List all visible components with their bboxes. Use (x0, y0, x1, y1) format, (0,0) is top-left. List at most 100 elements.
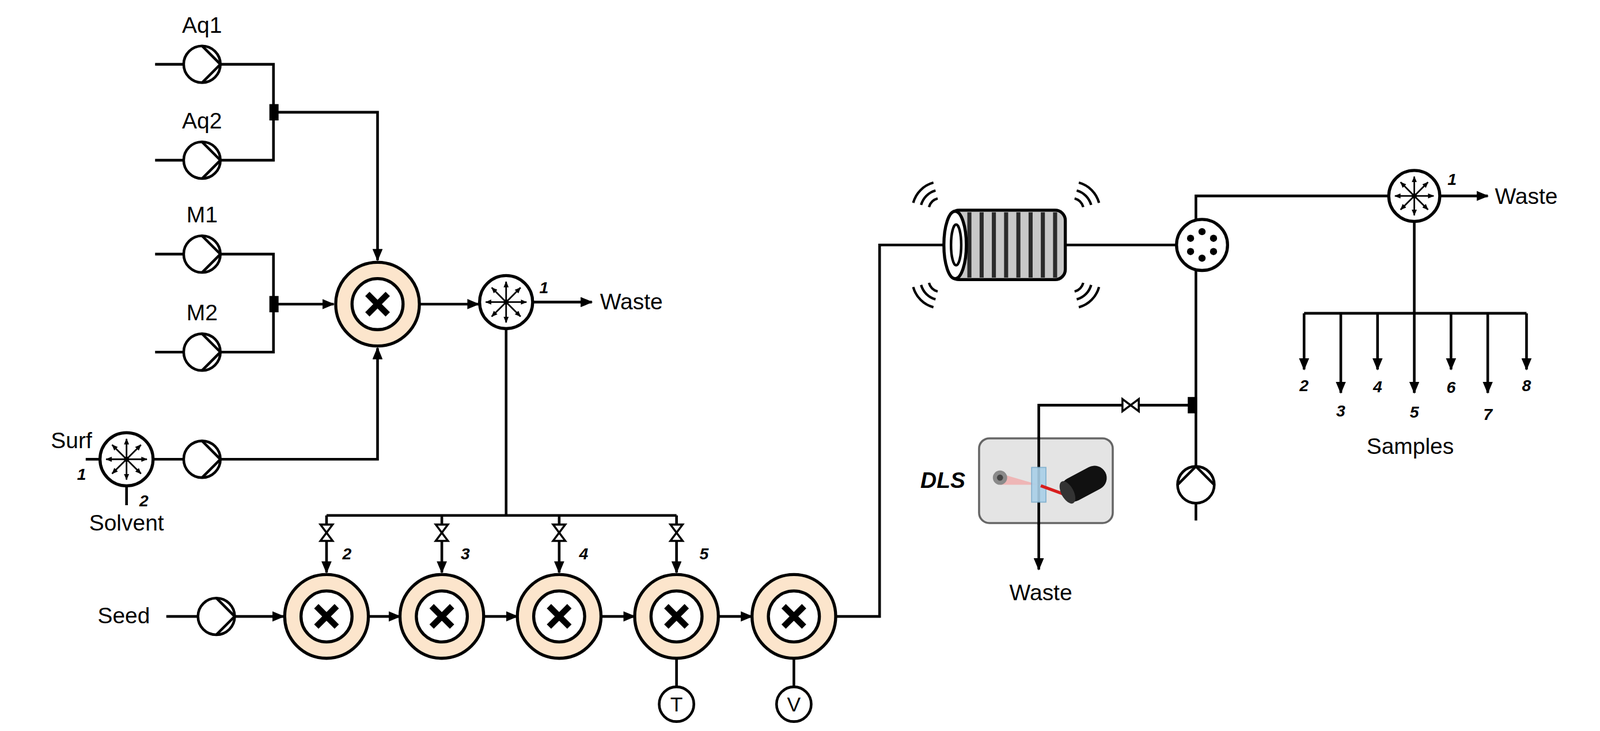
node-label: M2 (186, 300, 218, 326)
callout-number: 5 (1409, 403, 1420, 422)
callout-number: 2 (342, 544, 352, 563)
callout-number: 4 (579, 544, 589, 563)
group-label: Samples (1366, 434, 1455, 460)
flow-line (273, 112, 378, 261)
stirred-reactor (284, 574, 369, 658)
probe-line (675, 658, 678, 688)
pump: Aq1 (183, 46, 221, 83)
sample-line (1302, 313, 1306, 370)
inlet-line (154, 62, 184, 66)
pump-symbol (198, 597, 235, 635)
callout-number: 5 (699, 544, 709, 563)
sonicated-coil (913, 182, 1100, 307)
pump: Seed (198, 597, 235, 635)
flow-line (234, 615, 284, 618)
node-label: Aq2 (182, 108, 222, 134)
valve-symbol (320, 524, 333, 541)
node-label: Aq1 (182, 13, 222, 39)
inlet-line (85, 457, 101, 461)
outlet-label: Waste (600, 289, 663, 315)
callout-number: 3 (1336, 402, 1346, 420)
pump-symbol (1177, 466, 1215, 504)
flow-line (601, 615, 635, 618)
flow-line (419, 302, 479, 306)
callout-number: 4 (1373, 377, 1383, 396)
selector-valve (100, 432, 154, 486)
selector-valve (479, 275, 533, 329)
tee-junction (269, 104, 279, 121)
flow-line (504, 328, 508, 515)
port-label: Solvent (89, 510, 165, 536)
port-label: Surf (50, 428, 93, 454)
callout-number: 2 (139, 491, 149, 510)
callout-number: 7 (1483, 405, 1493, 424)
sample-line (1525, 313, 1529, 370)
ultrasound-wave (1076, 190, 1091, 206)
pump-symbol (183, 46, 221, 83)
sample-line (1339, 313, 1343, 393)
valve-symbol (670, 524, 683, 541)
flow-line (368, 615, 401, 618)
stirred-reactor (335, 262, 420, 346)
callout-number: 1 (77, 465, 87, 484)
pump-symbol (183, 440, 221, 478)
pump-symbol (183, 141, 221, 179)
ultrasound-wave (1074, 198, 1084, 207)
inlet-line (154, 158, 184, 162)
waste-line (1439, 194, 1488, 198)
flow-line (835, 244, 950, 617)
ultrasound-wave (1074, 282, 1084, 292)
valve-symbol (435, 524, 449, 541)
ultrasound-wave (920, 190, 936, 206)
stirred-reactor (752, 574, 836, 658)
pump: Aq2 (183, 141, 221, 179)
inlet-line (154, 252, 184, 256)
flow-line (1194, 269, 1198, 467)
flow-line (1039, 404, 1193, 439)
inlet-line (166, 615, 199, 618)
six-port-valve (1176, 219, 1228, 271)
ultrasound-wave (1078, 182, 1099, 203)
outlet-label: Waste (1009, 580, 1073, 606)
inlet-line (1194, 502, 1198, 521)
sensor-circle: T (659, 686, 695, 722)
ultrasound-wave (920, 285, 936, 300)
node-label: M1 (186, 202, 218, 228)
flow-line (153, 457, 184, 461)
flow-line (273, 302, 335, 306)
valve-symbol (1122, 399, 1139, 412)
ultrasound-wave (929, 282, 938, 292)
callout-number: 3 (460, 544, 470, 563)
pump-symbol (183, 235, 221, 273)
flow-line (1412, 221, 1416, 313)
callout-number: 1 (1447, 170, 1457, 189)
dls-illustration (977, 436, 1114, 525)
stirred-reactor (517, 574, 601, 658)
ultrasound-wave (1078, 286, 1099, 307)
flow-line (220, 64, 274, 161)
callout-number: 6 (1446, 378, 1456, 397)
ultrasound-wave (929, 198, 938, 207)
sample-line (1486, 313, 1490, 393)
outlet-label: Waste (1495, 184, 1558, 210)
ultrasound-wave (913, 286, 934, 307)
node-label: DLS (920, 468, 966, 494)
stirred-reactor (634, 574, 719, 658)
tee-junction (269, 296, 279, 313)
node-label: Seed (97, 604, 150, 629)
inlet-line (124, 485, 128, 506)
sensor-circle: V (776, 686, 811, 722)
flow-line (220, 253, 274, 352)
node-label: T (670, 692, 684, 716)
waste-line (532, 300, 593, 304)
waste-line (1037, 522, 1041, 570)
flow-line (220, 347, 378, 460)
ultrasound-wave (1076, 285, 1091, 300)
stirred-reactor (399, 574, 484, 658)
flow-line (718, 615, 752, 618)
callout-number: 1 (539, 278, 549, 297)
pump: M1 (183, 235, 221, 273)
ultrasound-wave (913, 182, 934, 203)
selector-valve (1388, 170, 1440, 222)
